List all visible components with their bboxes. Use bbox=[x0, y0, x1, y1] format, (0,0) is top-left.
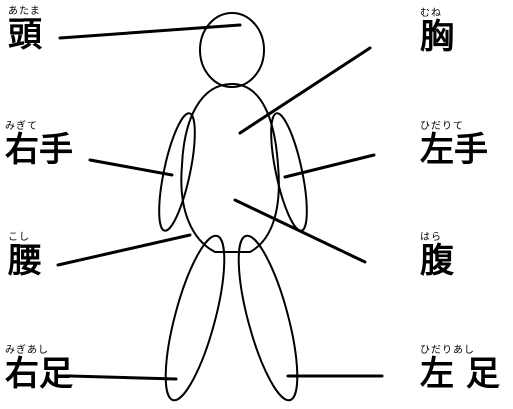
kanji-belly: 腹 bbox=[420, 241, 454, 281]
label-right-hand: みぎて 右手 bbox=[5, 121, 73, 170]
right-arm-shape bbox=[152, 111, 202, 234]
ruby-waist: こし bbox=[8, 232, 30, 243]
label-waist: こし 腰 bbox=[8, 232, 42, 281]
head-pointer bbox=[60, 25, 240, 38]
chest-pointer bbox=[240, 48, 370, 133]
kanji-right-hand: 右手 bbox=[5, 130, 73, 170]
kanji-chest: 胸 bbox=[420, 17, 454, 57]
right-foot-pointer bbox=[70, 376, 176, 379]
torso-shape bbox=[181, 84, 279, 252]
kanji-right-foot: 右足 bbox=[5, 354, 73, 394]
label-chest: むね 胸 bbox=[420, 8, 454, 57]
right-hand-pointer bbox=[90, 160, 172, 175]
kanji-left-hand: 左手 bbox=[420, 130, 488, 170]
label-left-foot: ひだりあし 左 足 bbox=[420, 345, 500, 394]
label-head: あたま 頭 bbox=[8, 6, 42, 55]
left-hand-pointer bbox=[285, 155, 374, 177]
head-shape bbox=[200, 13, 264, 87]
right-leg-shape bbox=[154, 231, 237, 405]
ruby-right-hand: みぎて bbox=[5, 121, 38, 132]
belly-pointer bbox=[235, 200, 365, 262]
kanji-head: 頭 bbox=[8, 15, 42, 55]
ruby-head: あたま bbox=[8, 6, 41, 17]
label-left-hand: ひだりて 左手 bbox=[420, 121, 488, 170]
ruby-left-foot: ひだりあし bbox=[420, 345, 475, 356]
ruby-chest: むね bbox=[420, 8, 442, 19]
ruby-right-foot: みぎあし bbox=[5, 345, 49, 356]
kanji-left-foot: 左 足 bbox=[420, 354, 500, 394]
waist-pointer bbox=[58, 235, 190, 265]
ruby-belly: はら bbox=[420, 232, 442, 243]
left-leg-shape bbox=[227, 231, 310, 405]
kanji-waist: 腰 bbox=[8, 241, 42, 281]
label-belly: はら 腹 bbox=[420, 232, 454, 281]
ruby-left-hand: ひだりて bbox=[420, 121, 464, 132]
label-right-foot: みぎあし 右足 bbox=[5, 345, 73, 394]
